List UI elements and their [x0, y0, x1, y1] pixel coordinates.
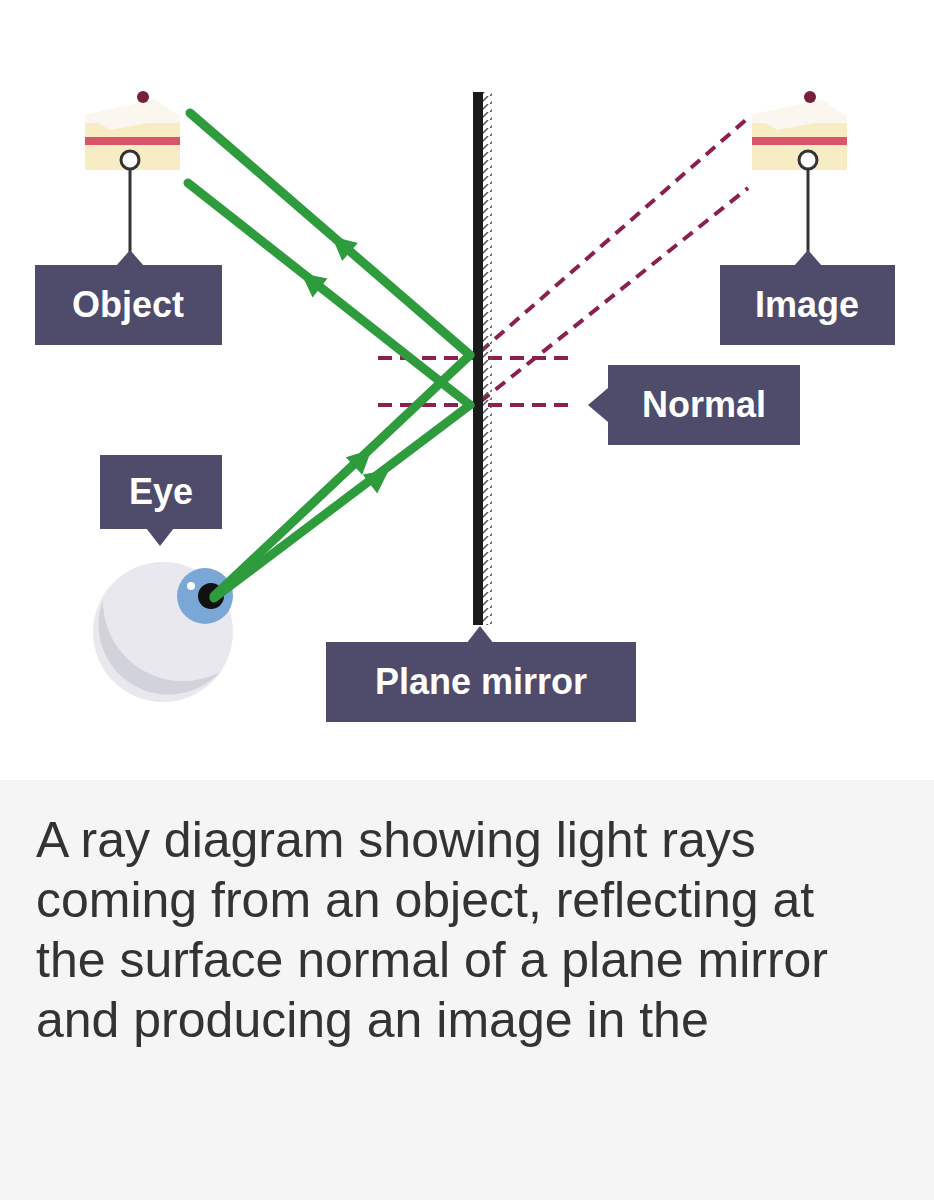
label-text: Eye: [129, 470, 193, 513]
caption: A ray diagram showing light rays coming …: [36, 810, 896, 1050]
label-text: Image: [755, 283, 859, 326]
leader-line: [807, 169, 810, 262]
label-text: Normal: [642, 383, 766, 426]
mirror-hatching: [483, 92, 492, 625]
object-cake: [85, 91, 180, 170]
image-cake: [752, 91, 847, 170]
leader-line: [129, 169, 132, 262]
ray-arrowhead: [294, 227, 397, 493]
eye: [93, 562, 233, 702]
label-box: Eye: [100, 455, 222, 529]
label-pointer: [588, 388, 608, 422]
plane-mirror: [473, 92, 483, 625]
virtual-ray: [480, 118, 748, 402]
label-pointer: [146, 528, 174, 546]
label-text: Object: [72, 283, 184, 326]
label-box: Object: [35, 265, 222, 345]
label-text: Plane mirror: [375, 660, 587, 703]
label-box: Plane mirror: [326, 642, 636, 722]
light-ray: [188, 113, 470, 598]
label-box: Normal: [608, 365, 800, 445]
label-box: Image: [720, 265, 895, 345]
